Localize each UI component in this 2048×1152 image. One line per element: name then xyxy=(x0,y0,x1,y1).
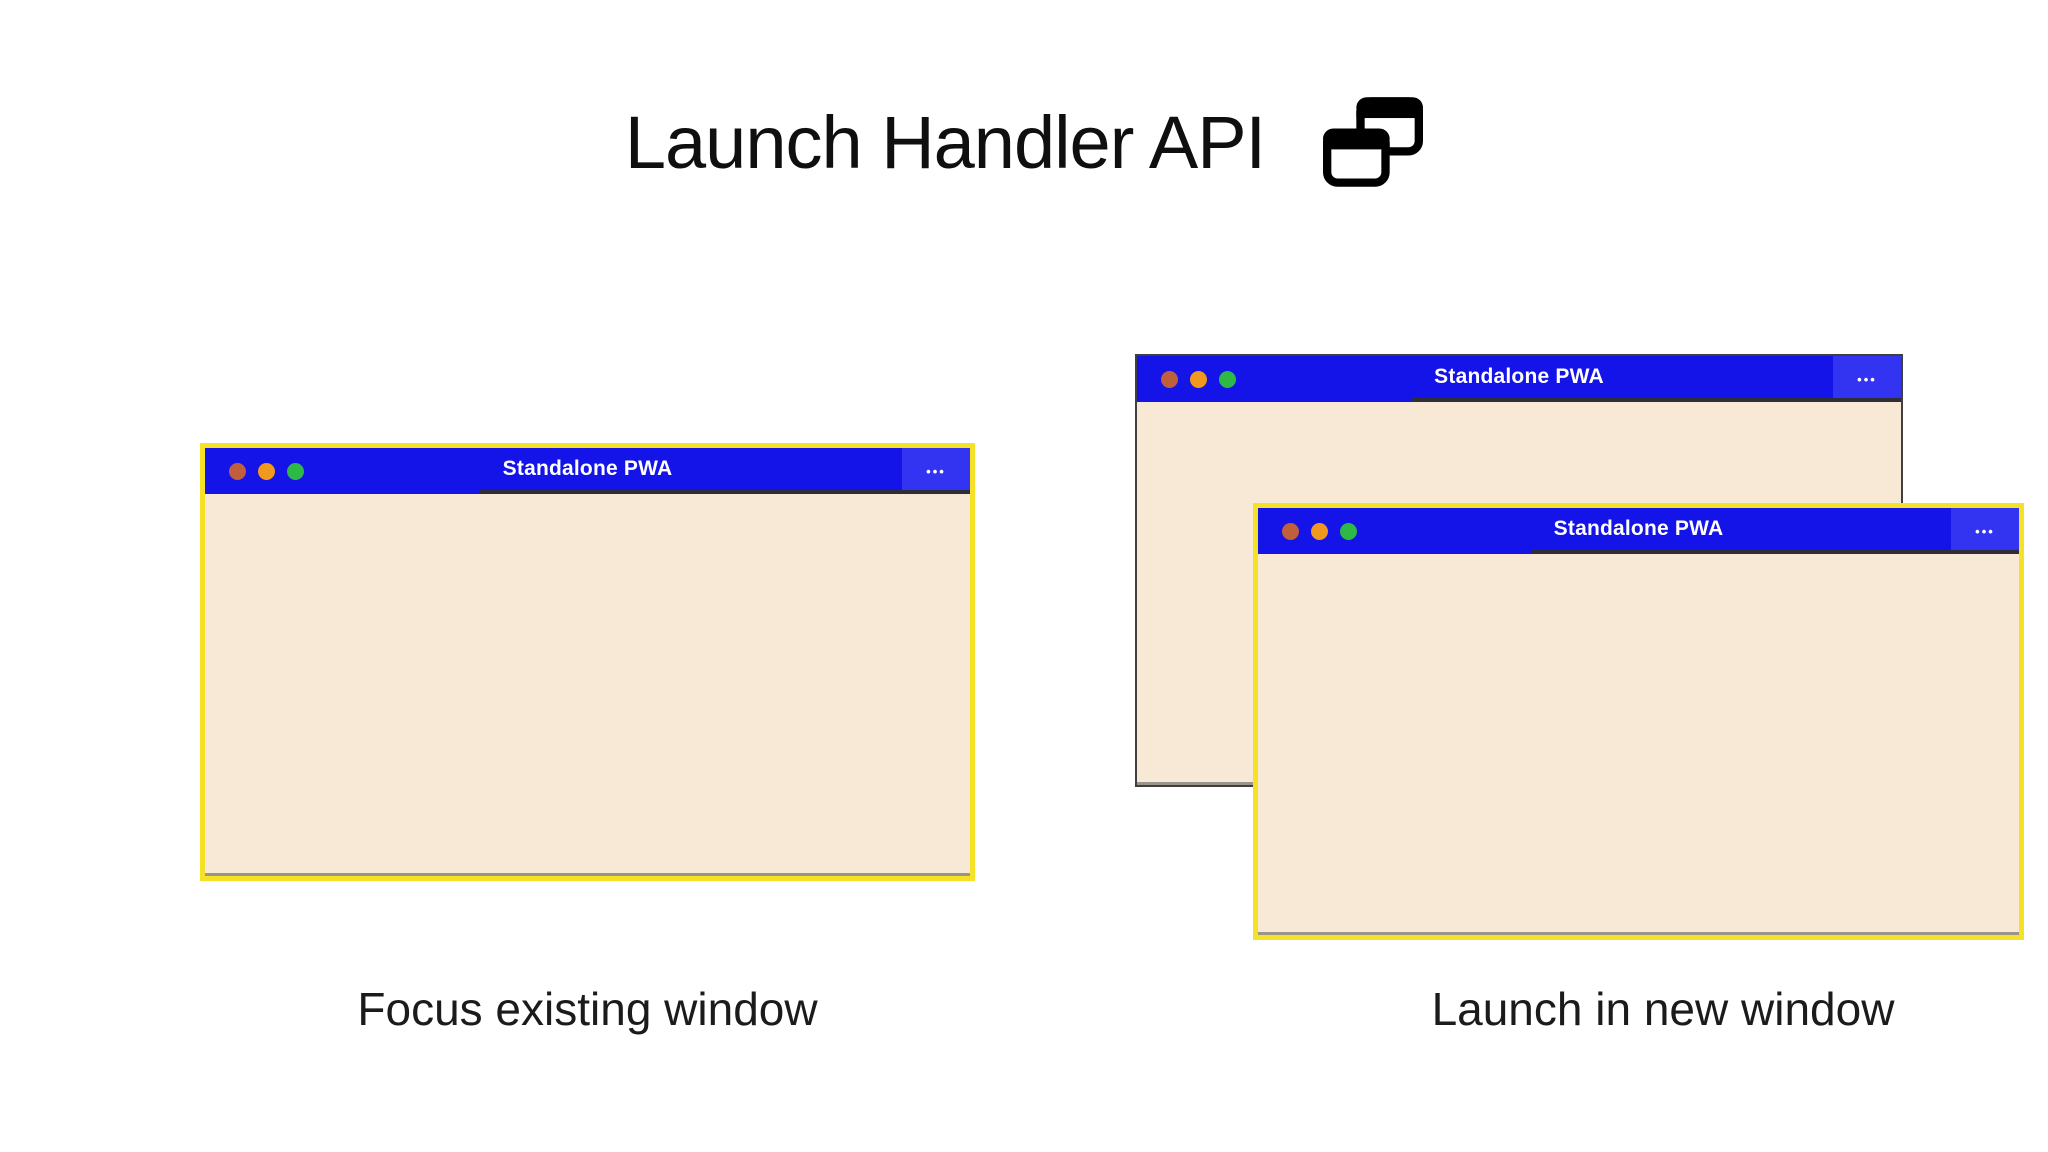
window-body xyxy=(1258,554,2019,935)
maximize-dot-icon xyxy=(1219,370,1236,388)
page-title: Launch Handler API xyxy=(624,100,1266,184)
close-dot-icon xyxy=(1282,522,1299,540)
caption-launch-new: Launch in new window xyxy=(1431,983,1895,1035)
new-pwa-window: Standalone PWA ••• xyxy=(1253,503,2024,940)
minimize-dot-icon xyxy=(258,462,275,480)
traffic-lights xyxy=(229,448,304,494)
traffic-lights xyxy=(1161,356,1236,402)
caption-focus-existing: Focus existing window xyxy=(357,983,818,1035)
minimize-dot-icon xyxy=(1311,522,1328,540)
new-window-titlebar: Standalone PWA ••• xyxy=(1258,508,2019,554)
overlapping-windows-icon xyxy=(1323,96,1424,188)
overflow-menu-button: ••• xyxy=(902,448,970,494)
minimize-dot-icon xyxy=(1190,370,1207,388)
titlebar-shadow xyxy=(480,490,970,494)
ellipsis-icon: ••• xyxy=(1975,523,1995,539)
overflow-menu-button: ••• xyxy=(1951,508,2019,554)
maximize-dot-icon xyxy=(287,462,304,480)
ellipsis-icon: ••• xyxy=(926,463,946,479)
header: Launch Handler API xyxy=(0,96,2048,188)
window-body xyxy=(205,494,970,876)
overflow-menu-button: ••• xyxy=(1833,356,1901,402)
window-title: Standalone PWA xyxy=(1553,517,1724,540)
maximize-dot-icon xyxy=(1340,522,1357,540)
window-title: Standalone PWA xyxy=(502,457,673,480)
ellipsis-icon: ••• xyxy=(1857,371,1877,387)
existing-window-titlebar: Standalone PWA ••• xyxy=(205,448,970,494)
traffic-lights xyxy=(1282,508,1357,554)
existing-pwa-window: Standalone PWA ••• xyxy=(200,443,975,881)
window-title: Standalone PWA xyxy=(1434,365,1604,388)
close-dot-icon xyxy=(229,462,246,480)
background-window-titlebar: Standalone PWA ••• xyxy=(1137,356,1901,402)
titlebar-shadow xyxy=(1412,398,1901,402)
titlebar-shadow xyxy=(1531,550,2019,554)
close-dot-icon xyxy=(1161,370,1178,388)
